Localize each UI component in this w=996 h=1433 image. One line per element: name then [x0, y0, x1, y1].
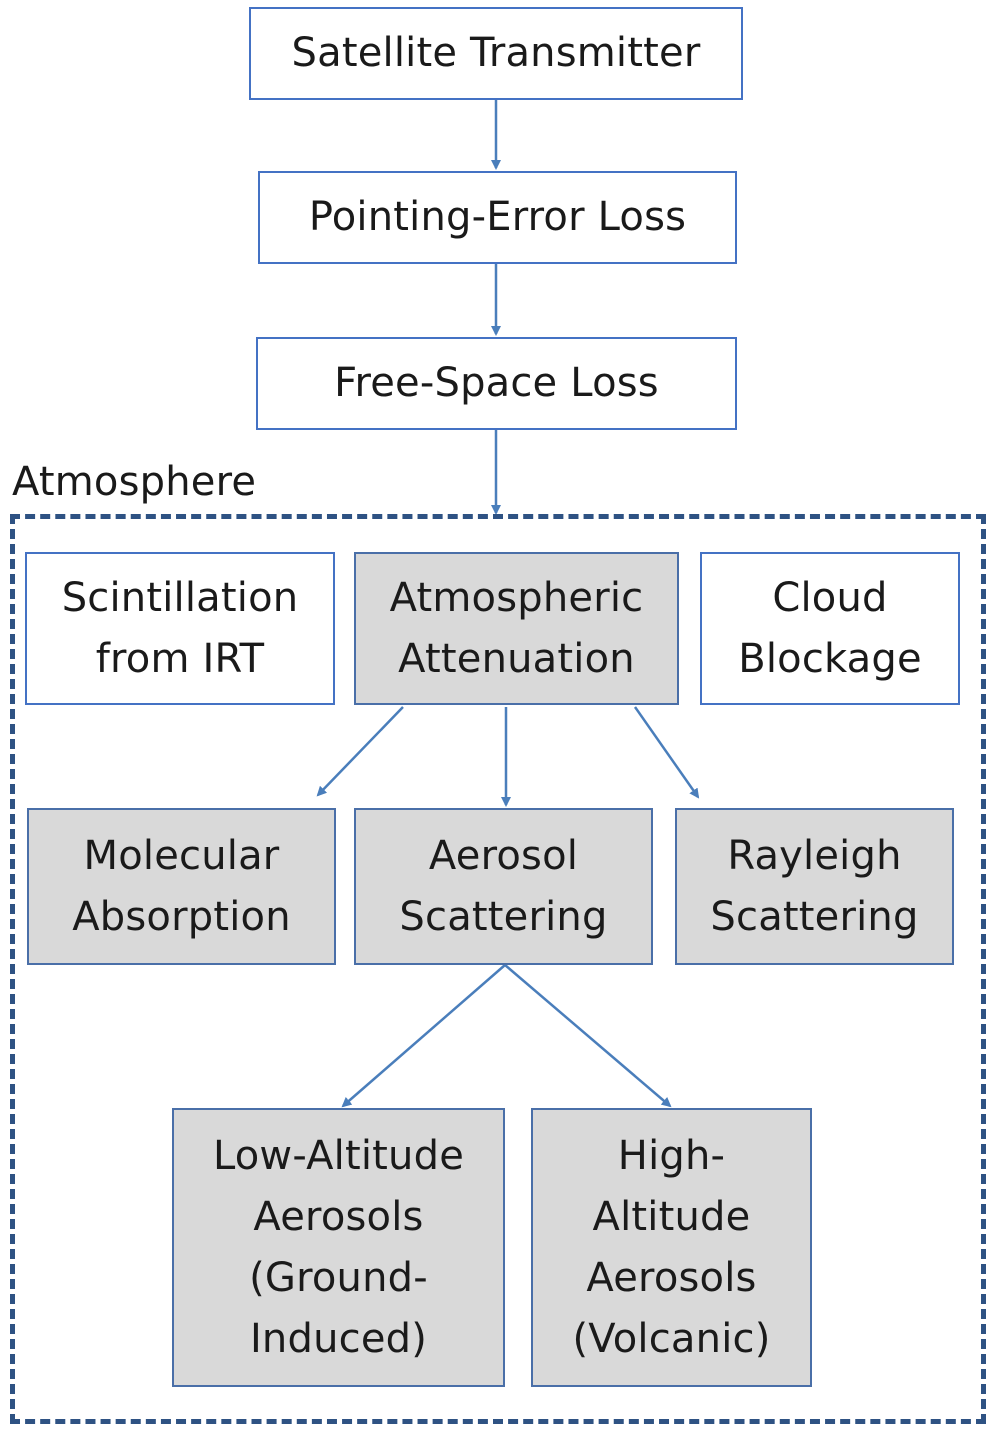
scintillation-node: Scintillation from IRT — [25, 552, 335, 705]
atmospheric-attenuation-label: Atmospheric Attenuation — [389, 574, 644, 682]
arrow-aerosol-to-low-altitude — [341, 964, 506, 1108]
high-altitude-aerosols-node: High- Altitude Aerosols (Volcanic) — [531, 1108, 812, 1387]
molecular-absorption-label: Molecular Absorption — [72, 832, 291, 940]
pointing-error-loss-node: Pointing-Error Loss — [258, 171, 737, 264]
satellite-transmitter-node: Satellite Transmitter — [249, 7, 743, 100]
atmosphere-boundary — [10, 514, 986, 1424]
cloud-blockage-node: Cloud Blockage — [700, 552, 960, 705]
molecular-absorption-node: Molecular Absorption — [27, 808, 336, 965]
arrow-attenuation-to-molecular — [316, 706, 404, 797]
pointing-error-loss-label: Pointing-Error Loss — [308, 194, 687, 240]
scintillation-label: Scintillation from IRT — [61, 574, 299, 682]
cloud-blockage-label: Cloud Blockage — [738, 574, 922, 682]
rayleigh-scattering-node: Rayleigh Scattering — [675, 808, 954, 965]
atmospheric-attenuation-node: Atmospheric Attenuation — [354, 552, 679, 705]
low-altitude-aerosols-label: Low-Altitude Aerosols (Ground- Induced) — [212, 1132, 465, 1362]
free-space-loss-label: Free-Space Loss — [334, 360, 659, 406]
arrow-attenuation-to-rayleigh — [633, 706, 700, 799]
high-altitude-aerosols-label: High- Altitude Aerosols (Volcanic) — [572, 1132, 771, 1362]
arrow-aerosol-to-high-altitude — [504, 964, 672, 1108]
low-altitude-aerosols-node: Low-Altitude Aerosols (Ground- Induced) — [172, 1108, 505, 1387]
aerosol-scattering-label: Aerosol Scattering — [399, 832, 608, 940]
atmosphere-label: Atmosphere — [12, 459, 257, 505]
aerosol-scattering-node: Aerosol Scattering — [354, 808, 653, 965]
satellite-transmitter-label: Satellite Transmitter — [291, 30, 701, 76]
rayleigh-scattering-label: Rayleigh Scattering — [710, 832, 919, 940]
free-space-loss-node: Free-Space Loss — [256, 337, 737, 430]
